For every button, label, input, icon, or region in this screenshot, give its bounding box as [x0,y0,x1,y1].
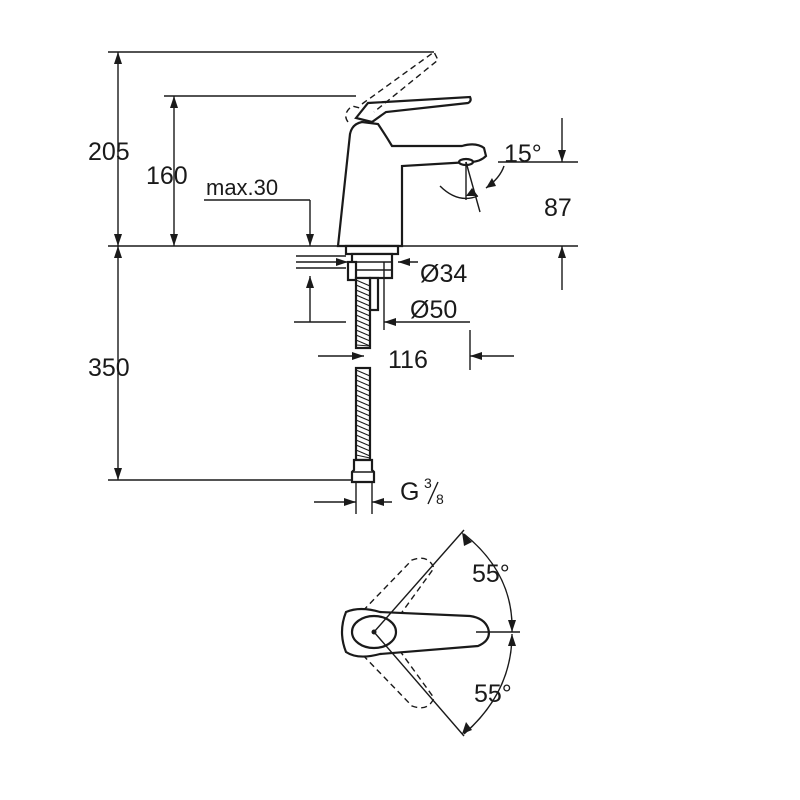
dimension-lines [108,51,578,514]
hose-braid-line [355,329,371,337]
hose-braid-line [355,394,371,402]
hose-braid-line [355,389,371,397]
hose-braid-line [355,414,371,422]
faucet-body [336,120,488,248]
top-view [340,529,520,737]
angle-55-down: 55° [474,680,512,708]
hose-braid-line [355,439,371,447]
hose-braid-line [355,434,371,442]
hose-braid-line [355,449,371,457]
hose-braid-line [355,429,371,437]
hose-braid-line [355,279,371,287]
hose-braid-line [355,284,371,292]
supply-hose [350,276,376,484]
hose-braid-line [355,379,371,387]
hose-nut [350,458,376,484]
threaded-rod [368,276,380,312]
faucet-side-view [108,50,578,312]
hose-braid-line [355,409,371,417]
hose-braid-line [355,444,371,452]
hose-braid-line [355,369,371,377]
dim-max-30: max.30 [206,175,278,200]
hose-braid-line [355,289,371,297]
connection-numerator: 3 [424,475,432,491]
lever-open-position [361,50,439,113]
connection-g: G [400,478,419,506]
hose-braid-line [355,309,371,317]
dim-205: 205 [88,138,130,166]
dim-116: 116 [388,346,428,374]
lever-handle [354,95,472,124]
hose-braid-line [355,424,371,432]
mounting-base [344,244,400,256]
labels: 205 160 max.30 15° 87 Ø34 Ø50 116 350 G … [88,138,572,708]
hose-braid-line [355,404,371,412]
hose-braid-line [355,384,371,392]
hose-braid-line [355,294,371,302]
mounting-shank [350,252,394,280]
hose-braid-line [355,319,371,327]
hose-braid-line [355,419,371,427]
lever-position-up [354,557,435,627]
hose-braid-line [355,299,371,307]
lever-position-down [354,639,435,709]
hose-braid-line [355,314,371,322]
hose-braid-line [355,454,371,459]
hose-braid-line [355,344,371,347]
angle-55-up: 55° [472,560,510,588]
hose-braid-line [355,304,371,312]
connection-size: G 3 8 [400,475,444,507]
dim-diameter-34: Ø34 [420,260,467,288]
lever-open-position-2 [345,105,361,123]
connection-denominator: 8 [436,491,444,507]
dim-350: 350 [88,354,130,382]
hose-braid-line [355,399,371,407]
dim-15-degree: 15° [504,140,542,168]
dim-diameter-50: Ø50 [410,296,457,324]
hose-braid-line [355,374,371,382]
hose-braid-line [355,334,371,342]
dim-160: 160 [146,162,188,190]
hose-braid-line [355,339,371,347]
bracket [346,260,358,282]
dim-87: 87 [544,194,572,222]
hose-braid-line [355,324,371,332]
